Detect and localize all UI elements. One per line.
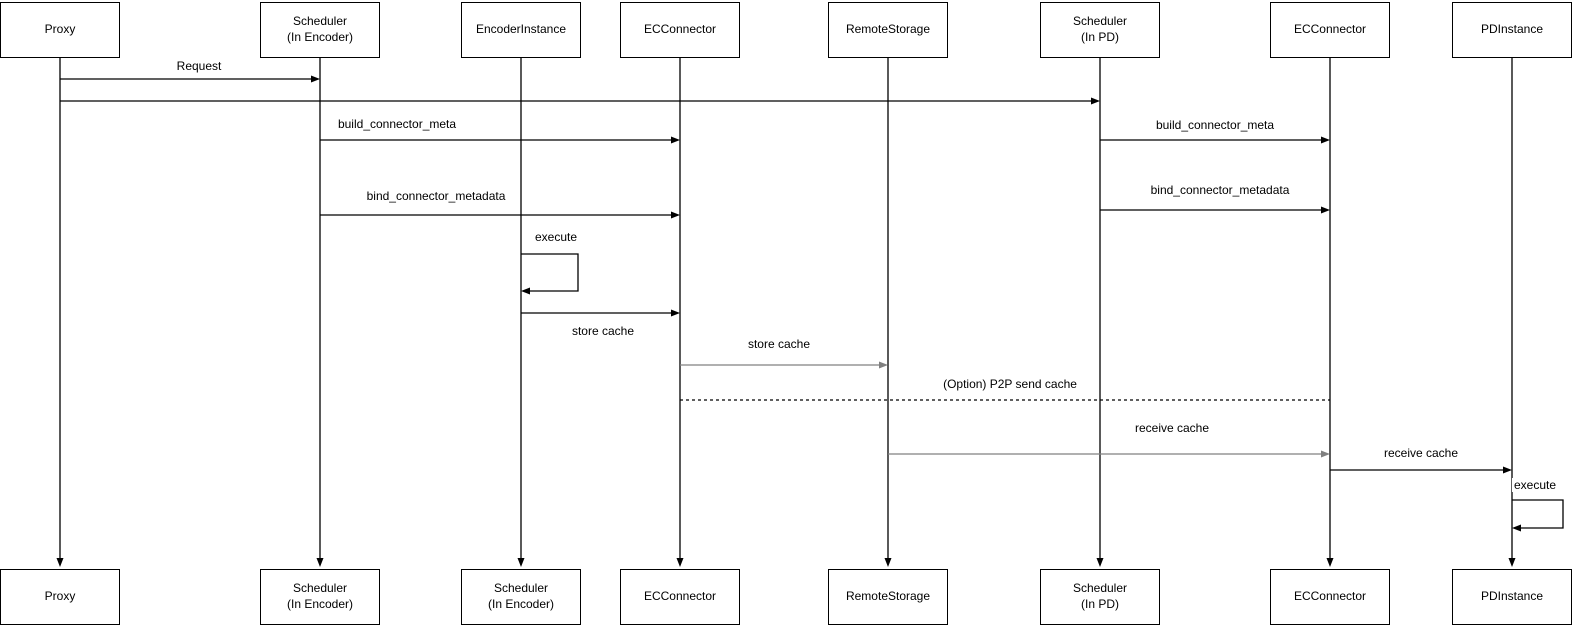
message-label-store-cache-remote: store cache xyxy=(745,337,813,351)
message-arrowhead-build-connector-meta-encoder xyxy=(671,136,680,144)
lifeline-arrow-proxy xyxy=(56,558,64,567)
actor-top-box-scheduler-in-encoder: Scheduler (In Encoder) xyxy=(260,2,380,58)
lifeline-arrow-scheduler-in-pd xyxy=(1096,558,1104,567)
lifeline-arrow-scheduler-in-encoder xyxy=(316,558,324,567)
actor-bottom-label-ec-connector-encoder: ECConnector xyxy=(643,589,717,604)
message-label-build-connector-meta-pd: build_connector_meta xyxy=(1153,118,1277,132)
message-arrowhead-receive-cache-pd xyxy=(1503,466,1512,474)
actor-bottom-box-encoder-instance: Scheduler (In Encoder) xyxy=(461,569,581,625)
message-label-request: Request xyxy=(174,59,224,73)
message-label-execute-encoder: execute xyxy=(532,230,580,244)
message-label-execute-pd: execute xyxy=(1511,478,1559,492)
lifeline-arrow-ec-connector-encoder xyxy=(676,558,684,567)
actor-bottom-box-pd-instance: PDInstance xyxy=(1452,569,1572,625)
actor-top-label-ec-connector-encoder: ECConnector xyxy=(643,22,717,37)
message-arrowhead-execute-pd xyxy=(1512,524,1521,532)
actor-top-box-ec-connector-encoder: ECConnector xyxy=(620,2,740,58)
message-arrowhead-store-cache-remote xyxy=(879,361,888,369)
actor-top-label-ec-connector-pd: ECConnector xyxy=(1293,22,1367,37)
actor-bottom-label-encoder-instance: Scheduler (In Encoder) xyxy=(487,581,555,611)
message-label-store-cache-encoder: store cache xyxy=(569,324,637,338)
actor-top-box-ec-connector-pd: ECConnector xyxy=(1270,2,1390,58)
actor-top-label-scheduler-in-encoder: Scheduler (In Encoder) xyxy=(286,14,354,44)
message-label-p2p-send-cache: (Option) P2P send cache xyxy=(941,377,1079,391)
actor-top-label-pd-instance: PDInstance xyxy=(1480,22,1544,37)
lifeline-arrow-encoder-instance xyxy=(517,558,525,567)
message-arrowhead-build-connector-meta-pd xyxy=(1321,136,1330,144)
lifeline-arrow-remote-storage xyxy=(884,558,892,567)
actor-bottom-box-scheduler-in-encoder: Scheduler (In Encoder) xyxy=(260,569,380,625)
actor-bottom-label-remote-storage: RemoteStorage xyxy=(845,589,931,604)
message-label-receive-cache-ec: receive cache xyxy=(1132,421,1212,435)
actor-bottom-label-ec-connector-pd: ECConnector xyxy=(1293,589,1367,604)
actor-top-box-pd-instance: PDInstance xyxy=(1452,2,1572,58)
lifeline-arrow-ec-connector-pd xyxy=(1326,558,1334,567)
actor-top-label-encoder-instance: EncoderInstance xyxy=(475,22,567,37)
message-arrowhead-execute-encoder xyxy=(521,287,530,295)
actor-top-label-remote-storage: RemoteStorage xyxy=(845,22,931,37)
actor-top-box-remote-storage: RemoteStorage xyxy=(828,2,948,58)
actor-bottom-label-scheduler-in-encoder: Scheduler (In Encoder) xyxy=(286,581,354,611)
message-arrowhead-request xyxy=(311,75,320,83)
message-selfloop-execute-pd xyxy=(1512,499,1564,529)
message-label-build-connector-meta-encoder: build_connector_meta xyxy=(335,117,459,131)
message-label-bind-connector-metadata-encoder: bind_connector_metadata xyxy=(364,189,508,203)
actor-bottom-label-scheduler-in-pd: Scheduler (In PD) xyxy=(1072,581,1128,611)
message-label-bind-connector-metadata-pd: bind_connector_metadata xyxy=(1148,183,1292,197)
message-arrowhead-bind-connector-metadata-encoder xyxy=(671,211,680,219)
actor-bottom-box-remote-storage: RemoteStorage xyxy=(828,569,948,625)
actor-top-label-proxy: Proxy xyxy=(44,22,76,37)
actor-top-box-scheduler-in-pd: Scheduler (In PD) xyxy=(1040,2,1160,58)
message-label-receive-cache-pd: receive cache xyxy=(1381,446,1461,460)
actor-top-label-scheduler-in-pd: Scheduler (In PD) xyxy=(1072,14,1128,44)
message-arrowhead-forward-request xyxy=(1091,97,1100,105)
actor-bottom-box-ec-connector-encoder: ECConnector xyxy=(620,569,740,625)
message-selfloop-execute-encoder xyxy=(521,253,579,292)
actor-bottom-box-proxy: Proxy xyxy=(0,569,120,625)
actor-bottom-box-scheduler-in-pd: Scheduler (In PD) xyxy=(1040,569,1160,625)
message-arrowhead-bind-connector-metadata-pd xyxy=(1321,206,1330,214)
message-arrowhead-receive-cache-ec xyxy=(1321,450,1330,458)
actor-top-box-proxy: Proxy xyxy=(0,2,120,58)
message-arrowhead-store-cache-encoder xyxy=(671,309,680,317)
actor-bottom-box-ec-connector-pd: ECConnector xyxy=(1270,569,1390,625)
actor-top-box-encoder-instance: EncoderInstance xyxy=(461,2,581,58)
actor-bottom-label-pd-instance: PDInstance xyxy=(1480,589,1544,604)
actor-bottom-label-proxy: Proxy xyxy=(44,589,76,604)
lifeline-arrow-pd-instance xyxy=(1508,558,1516,567)
